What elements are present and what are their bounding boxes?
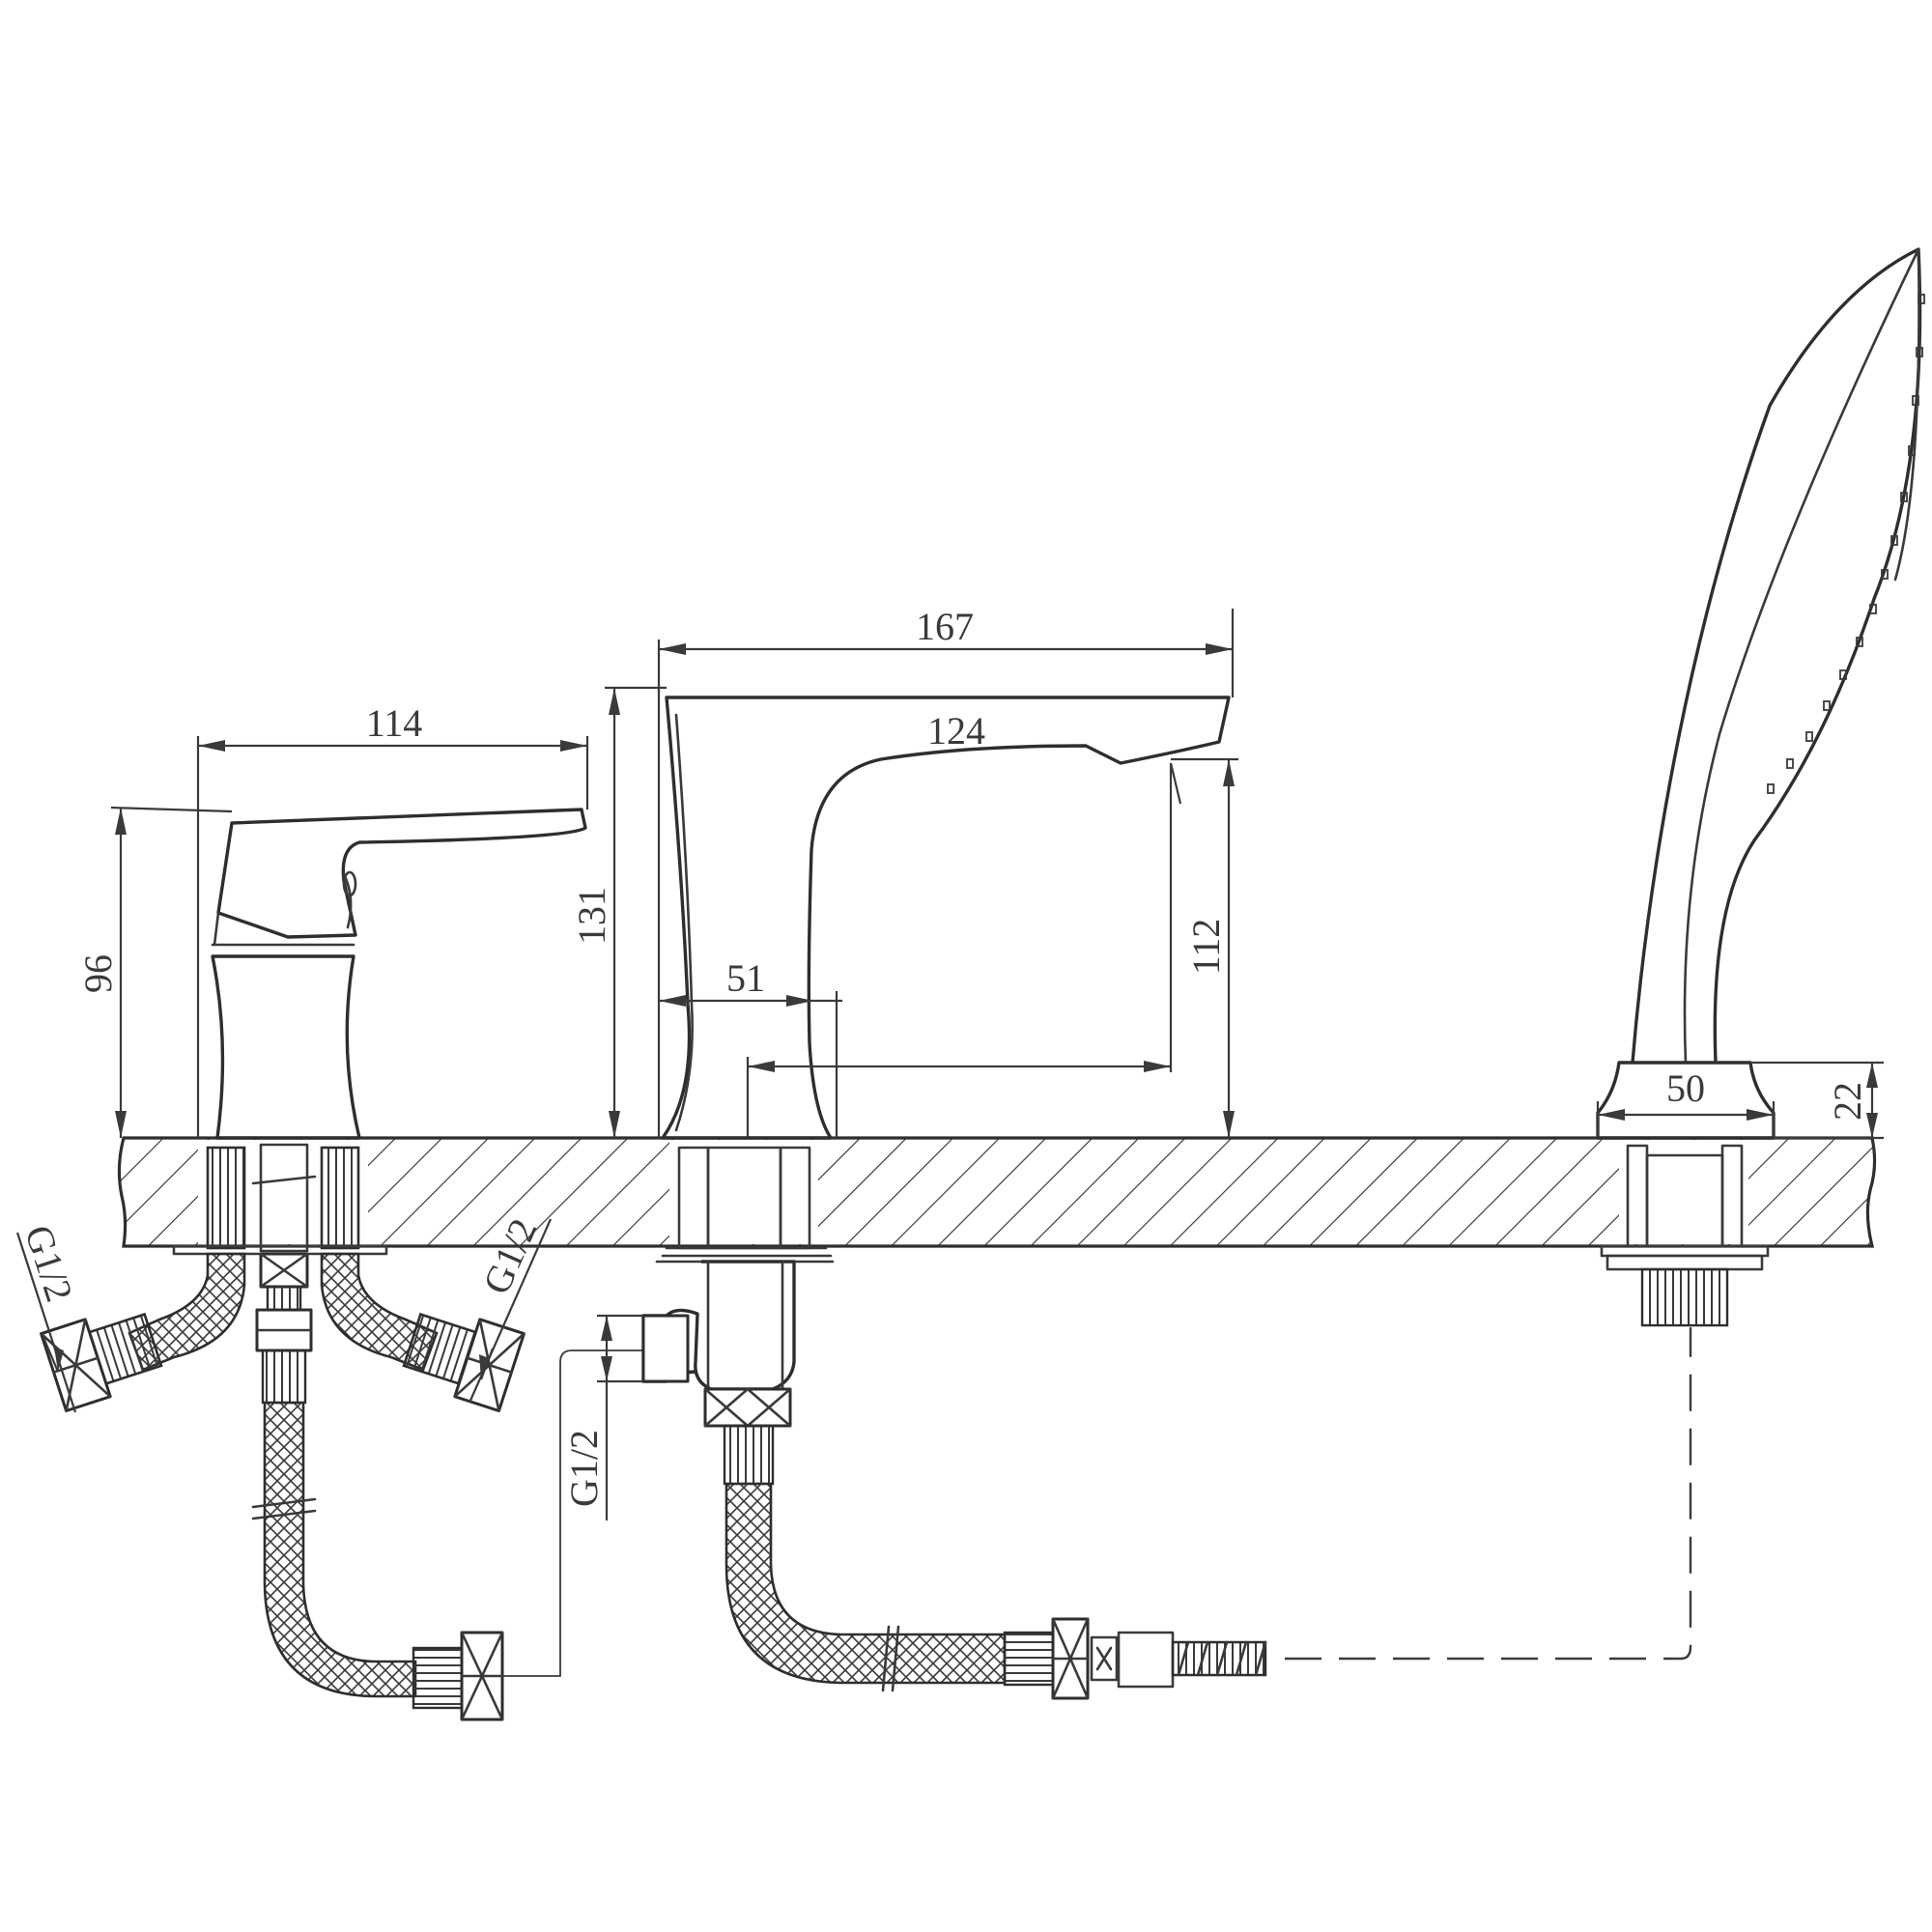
- mixer-underdeck: [40, 1143, 645, 1721]
- thread-left-inlet: G1/2: [16, 1220, 82, 1307]
- hand-shower: [1596, 247, 1925, 1327]
- dimension-labels: 114 96 131 167 124 112 51 50 22 G1/2 G1/…: [16, 605, 1869, 1507]
- dim-shower-base-height: 22: [1826, 1082, 1869, 1121]
- thread-diverter-outlet: G1/2: [562, 1430, 606, 1507]
- dim-spout-base-offset: 51: [726, 956, 765, 1000]
- dim-spout-under-height: 112: [1184, 919, 1228, 976]
- dim-spout-projection: 124: [927, 709, 985, 753]
- spout-body: [661, 696, 1231, 1140]
- dimension-lines: [15, 609, 1884, 1520]
- mixer-body: [211, 808, 587, 1140]
- dim-spout-width: 167: [916, 605, 974, 648]
- dim-shower-base-width: 50: [1666, 1066, 1705, 1110]
- mounting-deck: [117, 1136, 1877, 1248]
- spout-underdeck: [641, 1146, 1692, 1700]
- dim-mixer-width: 114: [366, 701, 423, 745]
- shower-nozzles: [1767, 294, 1925, 794]
- dim-mixer-height: 96: [76, 954, 120, 993]
- dim-spout-height: 131: [570, 887, 613, 945]
